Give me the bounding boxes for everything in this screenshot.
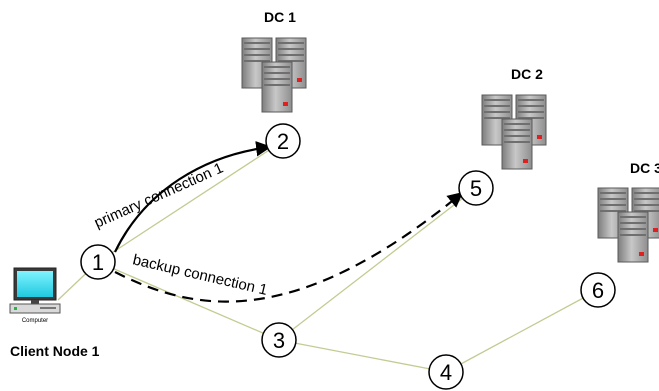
link-3-4	[278, 339, 447, 373]
node-6-label: 6	[592, 278, 604, 303]
client-node-label: Client Node 1	[10, 343, 100, 359]
node-2-label: 2	[277, 129, 289, 154]
datacenter-dc3: DC 3	[598, 160, 659, 262]
node-6: 6	[580, 272, 616, 308]
node-4: 4	[428, 354, 464, 390]
dc1-label: DC 1	[264, 9, 296, 25]
computer-icon: Computer	[9, 267, 61, 324]
computer-caption: Computer	[22, 318, 48, 324]
client-node: Computer Client Node 1	[9, 267, 100, 359]
server-cluster-icon	[482, 95, 546, 169]
dc3-label: DC 3	[630, 160, 659, 176]
node-2: 2	[265, 123, 301, 159]
server-cluster-icon	[242, 38, 306, 112]
link-1-3	[97, 261, 280, 341]
link-3-5	[278, 187, 477, 341]
node-3: 3	[261, 322, 297, 358]
primary-connection-arrow	[114, 141, 272, 253]
backup-connection-label: backup connection 1	[131, 251, 269, 299]
datacenter-dc1: DC 1	[242, 9, 306, 112]
node-1: 1	[80, 244, 116, 280]
link-1-2	[97, 140, 284, 263]
server-cluster-icon	[598, 188, 659, 262]
node-3-label: 3	[273, 328, 285, 353]
node-4-label: 4	[440, 360, 452, 385]
node-1-label: 1	[92, 250, 104, 275]
node-5: 5	[458, 170, 494, 206]
primary-connection-label: primary connection 1	[92, 159, 226, 231]
datacenter-dc2: DC 2	[482, 66, 546, 169]
node-5-label: 5	[470, 176, 482, 201]
link-4-6	[445, 289, 599, 373]
backup-connection-arrow	[114, 192, 464, 303]
dc2-label: DC 2	[511, 66, 543, 82]
